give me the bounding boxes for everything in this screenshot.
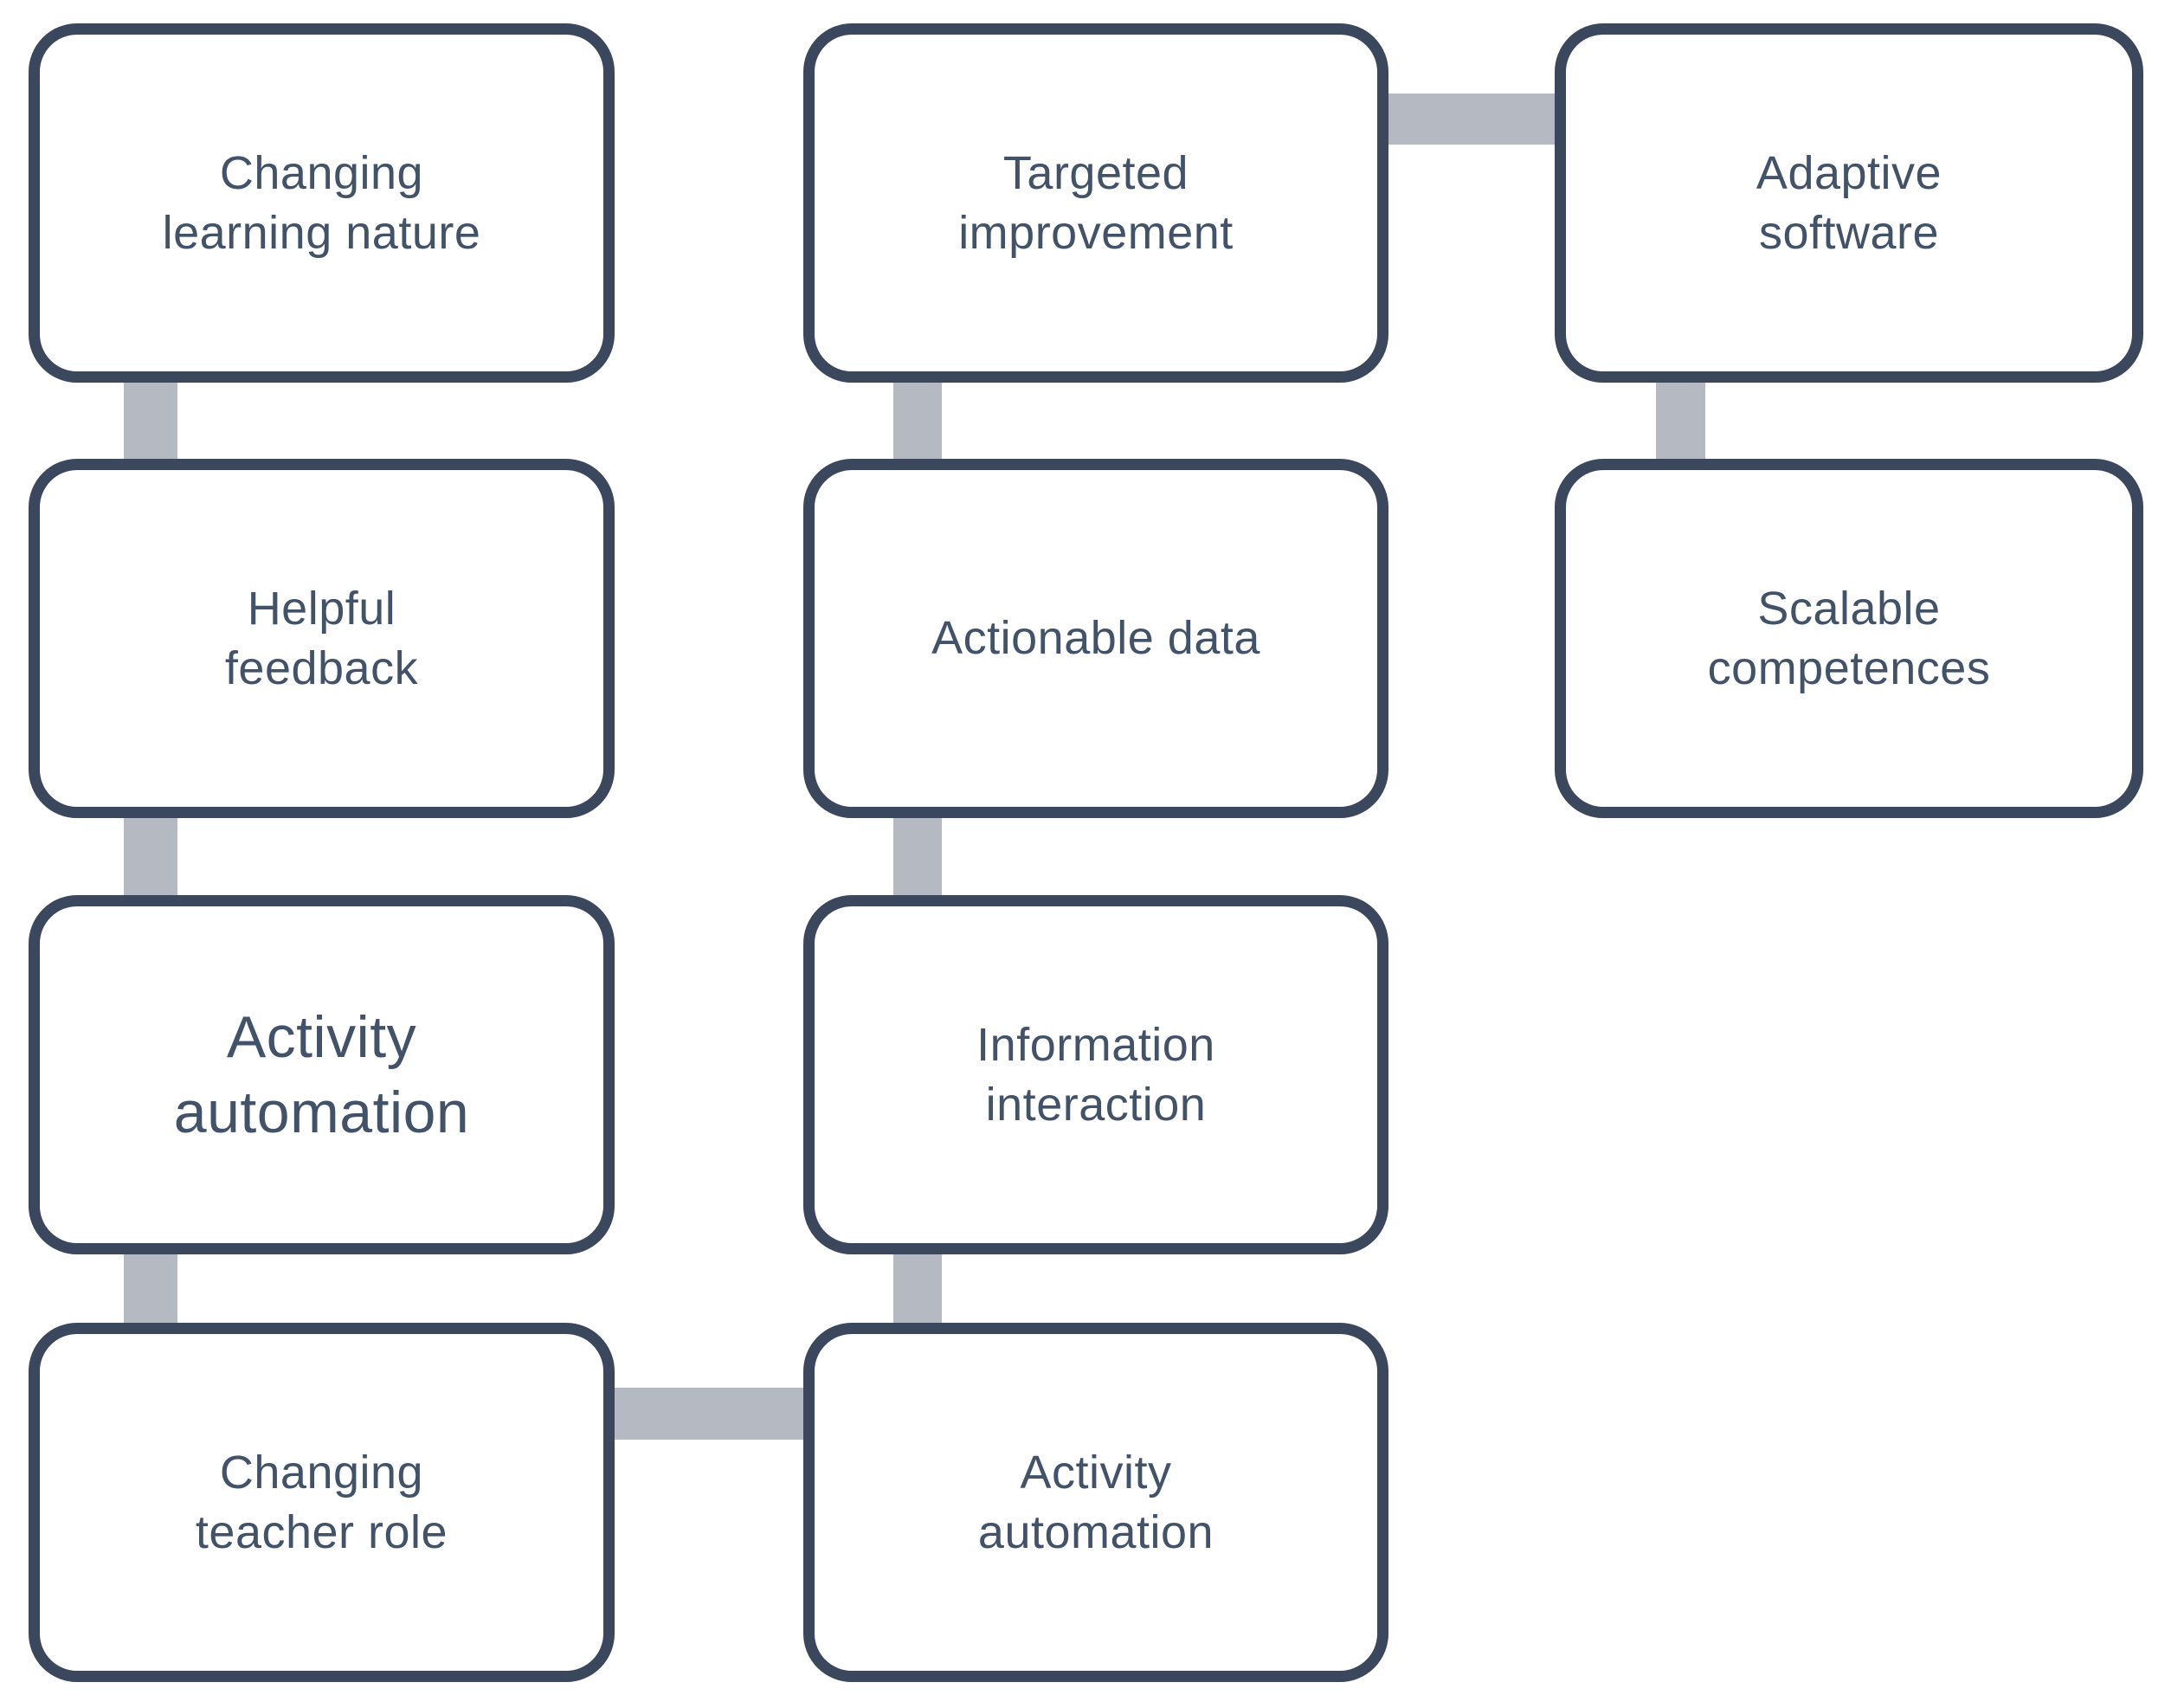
diagram-node-changing-teacher-role: Changing teacher role [29, 1323, 615, 1682]
node-label: Changing teacher role [195, 1446, 448, 1558]
node-label: Scalable competences [1707, 582, 1991, 694]
diagram-node-targeted-improvement: Targeted improvement [803, 23, 1388, 383]
edge-targeted-improvement-to-adaptive-software [1368, 93, 1580, 145]
edge-changing-teacher-role-to-activity-automation [597, 1388, 822, 1440]
diagram-node-activity-automation-left: Activity automation [29, 895, 615, 1254]
node-label: Information interaction [976, 1018, 1215, 1131]
node-label: Helpful feedback [224, 582, 419, 694]
diagram-node-adaptive-software: Adaptive software [1555, 23, 2143, 383]
diagram-node-actionable-data: Actionable data [803, 459, 1388, 818]
diagram-node-scalable-competences: Scalable competences [1555, 459, 2143, 818]
node-label: Activity automation [977, 1446, 1214, 1558]
node-label: Changing learning nature [162, 146, 481, 259]
node-label: Adaptive software [1756, 146, 1942, 259]
diagram-node-activity-automation-mid: Activity automation [803, 1323, 1388, 1682]
node-label: Targeted improvement [958, 146, 1234, 259]
node-label: Actionable data [931, 612, 1260, 665]
node-label: Activity automation [173, 1004, 470, 1145]
diagram-node-information-interaction: Information interaction [803, 895, 1388, 1254]
diagram-node-changing-learning-nature: Changing learning nature [29, 23, 615, 383]
diagram-node-helpful-feedback: Helpful feedback [29, 459, 615, 818]
